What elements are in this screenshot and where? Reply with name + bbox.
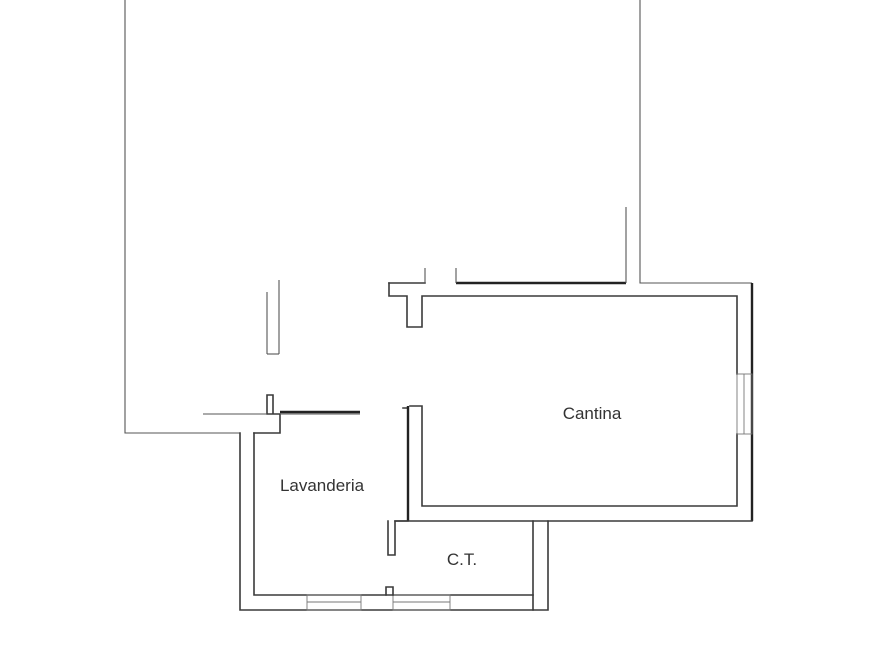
outer-area-walls [124, 0, 752, 434]
bottom-windows [306, 586, 451, 611]
lavanderia-label: Lavanderia [280, 476, 365, 495]
door-leaf [266, 280, 280, 355]
partition-walls [387, 406, 753, 611]
cantina-label: Cantina [563, 404, 622, 423]
lavanderia-walls [203, 394, 534, 611]
cantina-walls [388, 207, 754, 521]
ct-label: C.T. [447, 550, 477, 569]
